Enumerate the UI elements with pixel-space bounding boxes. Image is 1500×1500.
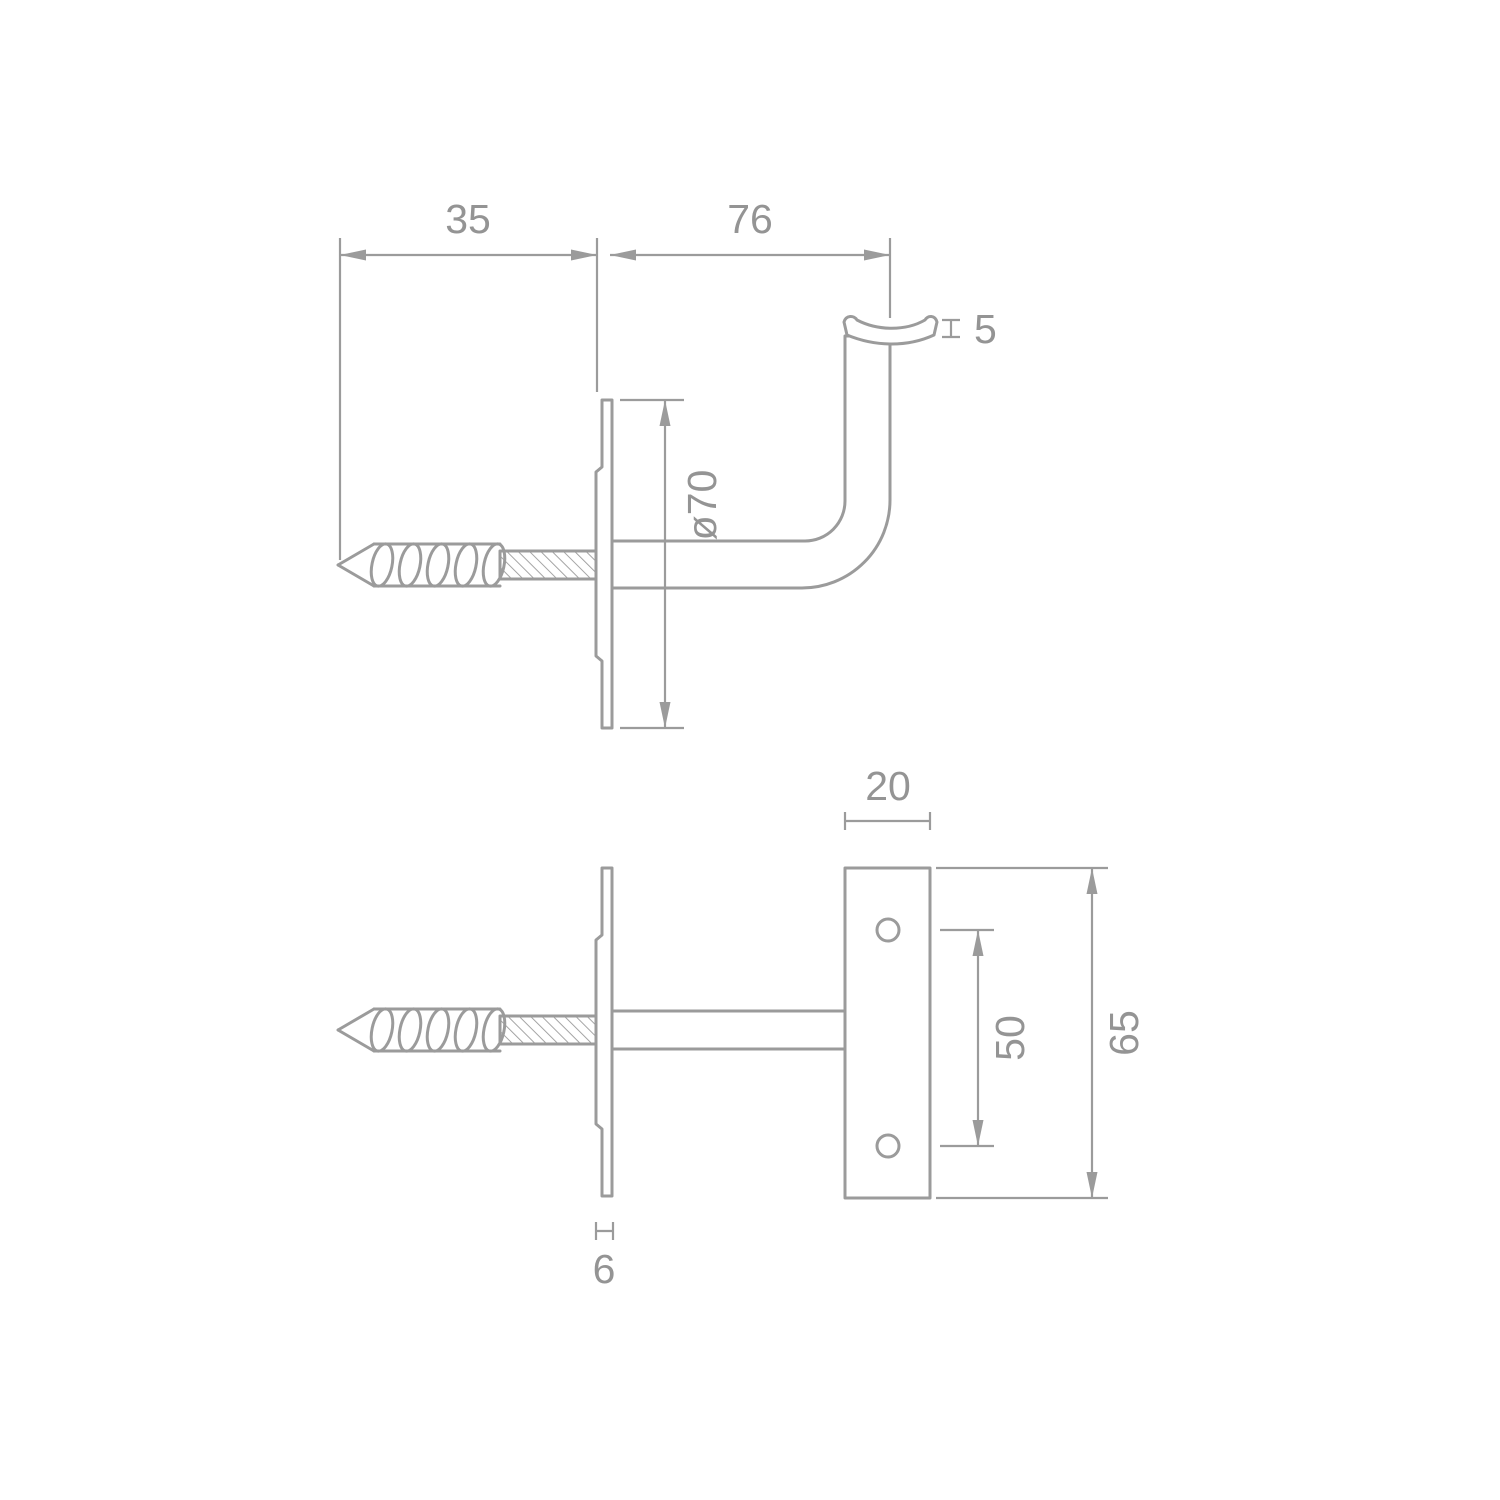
- dimension-ticks-5: [942, 318, 960, 339]
- arrow-65-top: [1086, 868, 1098, 894]
- arrow-50-bottom: [972, 1120, 984, 1146]
- screw-thread: [397, 1007, 423, 1053]
- dimension-ticks-6: [594, 1222, 615, 1240]
- dimension-labels: 35 76 5 ø70 20 50 65 6: [445, 196, 1147, 1292]
- object-geometry: [336, 315, 939, 1200]
- extension-lines-50: [940, 928, 994, 1148]
- dimension-line-20: [843, 812, 932, 830]
- dim-label-rose-thickness: 6: [593, 1246, 616, 1292]
- screw-thread: [453, 1007, 479, 1053]
- dim-label-saddle-thickness: 5: [974, 306, 997, 352]
- wall-rose-side: [594, 398, 614, 730]
- dim-label-projection: 76: [727, 196, 773, 242]
- screw-thread: [397, 542, 423, 588]
- bracket-arm-plan: [610, 1009, 852, 1051]
- screw-hole-top: [875, 917, 901, 943]
- screw-thread: [369, 1007, 395, 1053]
- hanger-bolt-side: [336, 542, 598, 588]
- dim-label-plate-height: 65: [1101, 1010, 1147, 1056]
- dim-label-hole-spacing: 50: [987, 1015, 1033, 1061]
- dimension-lines: [338, 238, 1108, 1240]
- arrow-65-bottom: [1086, 1172, 1098, 1198]
- dim-label-plate-width: 20: [865, 763, 911, 809]
- screw-tip: [336, 542, 376, 588]
- screw-thread: [369, 542, 395, 588]
- screw-thread: [425, 542, 451, 588]
- extension-lines-d70: [620, 398, 684, 730]
- arrow-76-left: [610, 249, 636, 261]
- wall-rose-plan: [594, 866, 614, 1198]
- arrow-76-right: [864, 249, 890, 261]
- screw-shank-hatched: [498, 549, 598, 581]
- side-view: [336, 315, 939, 730]
- plan-view: [336, 866, 932, 1200]
- extension-lines-65: [936, 866, 1108, 1200]
- screw-tip: [336, 1007, 376, 1053]
- screw-thread: [425, 1007, 451, 1053]
- arrow-50-top: [972, 930, 984, 956]
- dim-label-rose-diameter: ø70: [679, 470, 725, 541]
- arrow-d70-top: [659, 400, 671, 426]
- dimension-arrowheads: [340, 249, 1098, 1198]
- mounting-plate: [843, 866, 932, 1200]
- screw-thread: [453, 542, 479, 588]
- handrail-saddle: [842, 315, 939, 346]
- arrow-d70-bottom: [659, 702, 671, 728]
- arrow-35-right: [571, 249, 597, 261]
- dim-label-screw-length: 35: [445, 196, 491, 242]
- bracket-arm-side: [610, 334, 892, 590]
- hanger-bolt-plan: [336, 1007, 598, 1053]
- arrow-35-left: [340, 249, 366, 261]
- screw-shank-hatched: [498, 1014, 598, 1046]
- screw-hole-bottom: [875, 1133, 901, 1159]
